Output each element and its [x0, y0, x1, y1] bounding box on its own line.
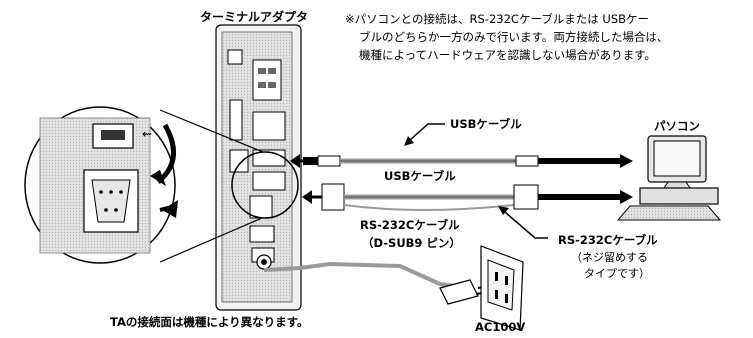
serial-port-icon [83, 169, 139, 233]
note-line-2: ブルのどちらか一方のみで行います。両方接続した場合は、 [359, 30, 669, 44]
usb-cable-label: USBケーブル [384, 169, 456, 183]
power-cable [263, 261, 471, 290]
note-line-1: ※パソコンとの接続は、RS-232Cケーブルまたは USBケー [345, 12, 650, 26]
terminal-adapter-label: ターミナルアダプタ [200, 10, 309, 24]
usb-cable [290, 154, 633, 168]
rs232c-screw-note-1: （ネジ留めする [571, 251, 648, 264]
rs232c-screw-label: RS-232Cケーブル [558, 233, 658, 247]
rs232c-screw-note-2: タイプです） [584, 267, 650, 280]
connection-note: ※パソコンとの接続は、RS-232Cケーブルまたは USBケー ブルのどちらか一… [345, 10, 745, 64]
port-highlight-circle [231, 151, 299, 219]
rs232c-cable-label: RS-232Cケーブル [360, 218, 460, 232]
rs232c-cable [302, 183, 633, 211]
svg-text:⇜: ⇜ [142, 127, 152, 141]
usb-cable-callout-label: USBケーブル [450, 117, 522, 131]
ac100v-label: AC100V [475, 320, 526, 334]
pc-icon [616, 135, 722, 221]
dsub9-label: （D-SUB9 ピン） [362, 236, 461, 250]
note-line-3: 機種によってハードウェアを認識しない場合があります。 [359, 48, 656, 62]
usb-port-icon: ⇜ [92, 123, 152, 149]
magnifier-lens: ⇜ [24, 106, 178, 264]
ta-note: TAの接続面は機種により異なります。 [110, 315, 309, 329]
terminal-adapter-device [215, 24, 302, 311]
outlet-icon [480, 245, 524, 331]
pc-label: パソコン [654, 119, 700, 133]
